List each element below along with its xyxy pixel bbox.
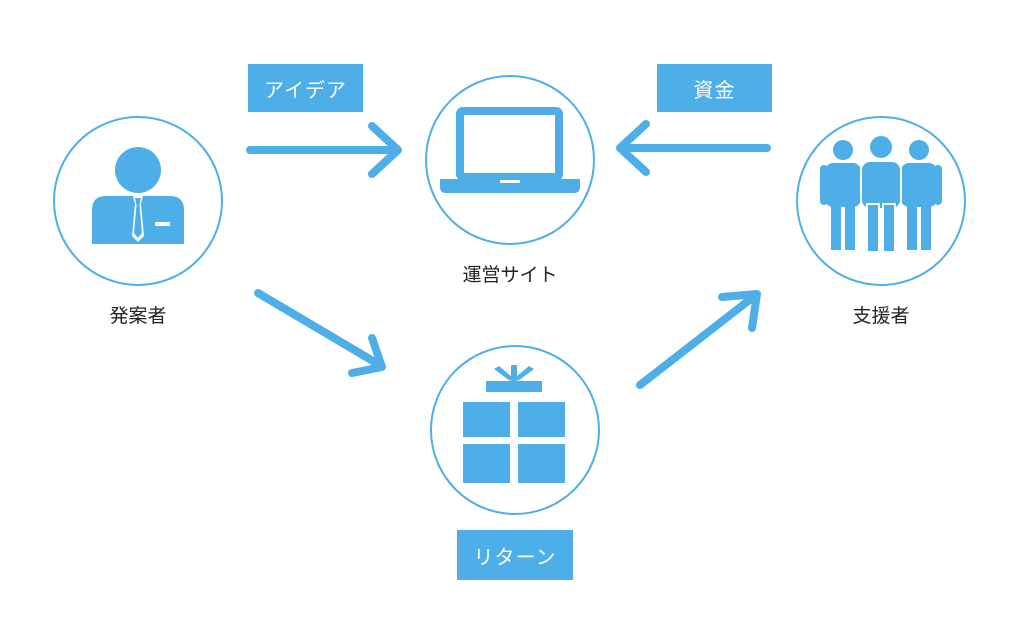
people-group-icon (820, 134, 942, 253)
funds-label-box: 資金 (657, 64, 772, 112)
proposer-label: 発案者 (109, 305, 167, 327)
return-flow-arrow-to-reward (254, 289, 386, 377)
return-label: リターン (473, 544, 557, 569)
gift-box-icon (463, 365, 565, 483)
businessman-icon (92, 147, 184, 244)
return-flow-arrow-to-supporters (636, 290, 761, 389)
laptop-icon (440, 107, 580, 193)
supporters-label: 支援者 (852, 305, 910, 327)
return-label-box: リターン (457, 530, 573, 580)
idea-label-box: アイデア (248, 64, 363, 112)
funds-flow-arrow (616, 120, 771, 176)
idea-flow-arrow (246, 122, 402, 178)
site-node-circle (425, 75, 595, 245)
idea-label: アイデア (264, 77, 347, 102)
site-label: 運営サイト (462, 264, 558, 286)
funds-label: 資金 (693, 77, 736, 102)
